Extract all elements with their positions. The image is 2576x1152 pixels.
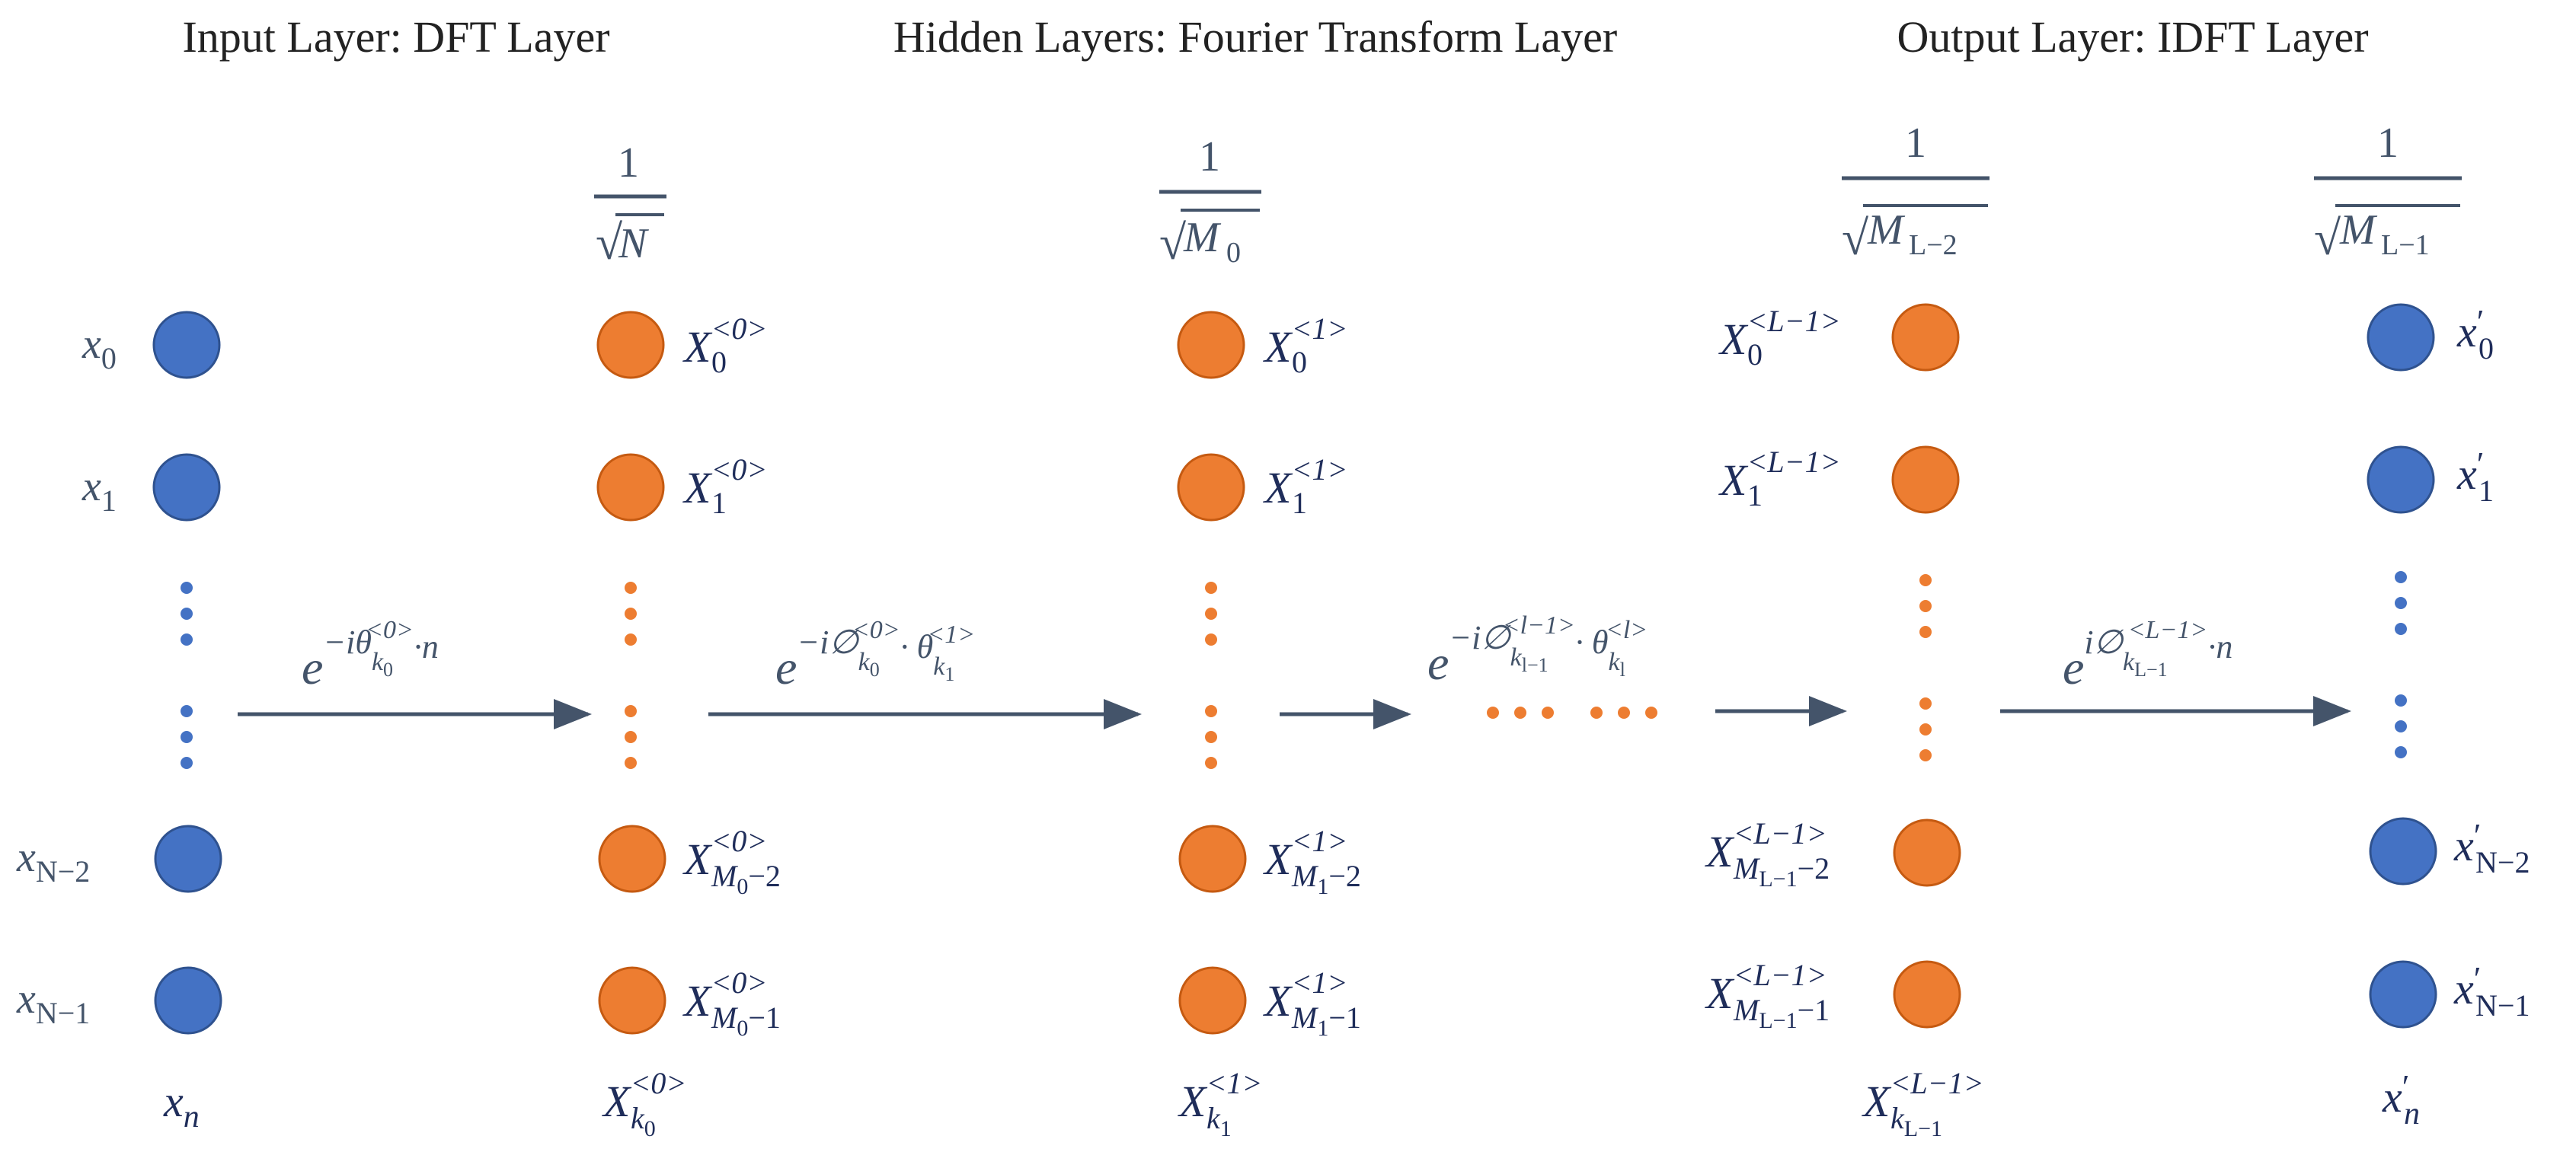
output-node-n-1 xyxy=(2369,960,2437,1029)
normalizer-radicand: M xyxy=(1867,206,1906,254)
layer0-label-m-1: X<0>M0−1 xyxy=(682,965,781,1041)
layer1-label-m-1: X<1>M1−1 xyxy=(1263,965,1361,1041)
normalizer-radicand: M xyxy=(2339,206,2378,254)
output-label-0: x′0 xyxy=(2456,303,2494,365)
normalizer-col4: 1 √ M L−1 xyxy=(2314,120,2462,265)
input-label-0: x0 xyxy=(81,321,117,375)
input-label-xn: xn xyxy=(163,1077,200,1134)
sqrt-sign: √ xyxy=(596,215,623,270)
layerL-node-1 xyxy=(1891,445,1960,514)
layer1-label-m-2: X<1>M1−2 xyxy=(1263,824,1361,899)
sqrt-sign: √ xyxy=(1842,211,1869,265)
layer1-label-xk1: X<1>k1 xyxy=(1178,1066,1262,1141)
layerL-node-m-2 xyxy=(1893,819,1961,887)
sqrt-sign: √ xyxy=(2314,211,2341,265)
normalizer-col2: 1 √ M 0 xyxy=(1159,133,1261,270)
input-label-1: x1 xyxy=(81,463,117,518)
layer1-column: X<1>0 X<1>1 X<1>M1−2 X<1>M1−1 X<1>k1 xyxy=(1177,311,1361,1141)
formula-layer0-1: e−i∅k0<0>· θk1<1> xyxy=(775,616,975,694)
formula-idft: ei∅kL−1<L−1>·n xyxy=(2063,616,2232,694)
output-label-n-1: x′N−1 xyxy=(2453,960,2530,1023)
output-layer-title: Output Layer: IDFT Layer xyxy=(1897,12,2368,62)
output-node-1 xyxy=(2367,445,2435,514)
sqrt-sign: √ xyxy=(1159,215,1187,270)
input-label-n-1: xN−1 xyxy=(16,975,90,1030)
output-label-xn: x′n xyxy=(2382,1068,2420,1131)
normalizer-sub: L−2 xyxy=(1909,229,1958,261)
input-ellipsis-dots xyxy=(181,582,193,769)
output-label-n-2: x′N−2 xyxy=(2453,817,2530,879)
normalizer-numerator: 1 xyxy=(1905,120,1926,167)
layerL-label-0: X<L−1>0 xyxy=(1718,304,1841,372)
layer1-ellipsis-dots xyxy=(1205,582,1217,769)
layer0-column: X<0>0 X<0>1 X<0>M0−2 X<0>M0−1 X<0>k0 xyxy=(596,311,781,1141)
formula-layer-l: e−i∅kl−1<l−1>· θkl<l> xyxy=(1427,611,1648,690)
layer0-label-xk0: X<0>k0 xyxy=(602,1066,686,1141)
input-column: x0 x1 xN−2 xN−1 xn xyxy=(16,311,222,1134)
normalizer-col1: 1 √ N xyxy=(594,139,666,270)
normalizer-sub: 0 xyxy=(1226,237,1241,269)
layer0-label-0: X<0>0 xyxy=(682,311,767,379)
normalizer-radicand: M xyxy=(1183,214,1222,261)
layerL-node-0 xyxy=(1891,303,1960,372)
output-node-n-2 xyxy=(2369,817,2437,886)
normalizer-col3: 1 √ M L−2 xyxy=(1842,120,1990,265)
layer1-label-0: X<1>0 xyxy=(1263,311,1347,379)
output-label-1: x′1 xyxy=(2456,445,2494,508)
normalizer-sub: L−1 xyxy=(2381,229,2430,261)
layerL-label-m-1: X<L−1>ML−1−1 xyxy=(1705,958,1830,1033)
input-layer-title: Input Layer: DFT Layer xyxy=(182,12,609,62)
formula-dft: e−iθk0<0>·n xyxy=(302,616,439,694)
input-label-n-2: xN−2 xyxy=(16,834,90,889)
layerL-node-m-1 xyxy=(1893,960,1961,1029)
input-node-n-1 xyxy=(154,966,222,1035)
output-ellipsis-dots xyxy=(2395,571,2407,758)
layer1-node-0 xyxy=(1177,311,1245,379)
layerL-label-m-2: X<L−1>ML−1−2 xyxy=(1705,816,1830,892)
input-node-1 xyxy=(152,453,221,522)
arrows xyxy=(238,696,2351,729)
layer1-label-1: X<1>1 xyxy=(1263,452,1347,520)
layer0-ellipsis-dots xyxy=(625,582,637,769)
input-node-0 xyxy=(152,311,221,379)
layer0-node-m-2 xyxy=(598,825,666,893)
input-node-n-2 xyxy=(154,825,222,893)
layer0-label-m-2: X<0>M0−2 xyxy=(682,824,781,899)
layerL-column: X<L−1>0 X<L−1>1 X<L−1>ML−1−2 X<L−1>ML−1−… xyxy=(1705,303,1984,1141)
output-node-0 xyxy=(2367,303,2435,372)
layerL-ellipsis-dots xyxy=(1919,574,1932,761)
layer1-node-m-2 xyxy=(1178,825,1247,893)
layer1-node-1 xyxy=(1177,453,1245,522)
layer0-node-m-1 xyxy=(598,966,666,1035)
normalizer-radicand: N xyxy=(618,220,649,267)
layer0-node-1 xyxy=(596,453,665,522)
hidden-layers-ellipsis xyxy=(1487,707,1657,719)
layerL-label-1: X<L−1>1 xyxy=(1718,445,1841,512)
normalizer-numerator: 1 xyxy=(1199,133,1220,180)
normalizer-numerator: 1 xyxy=(618,139,639,187)
normalizer-numerator: 1 xyxy=(2377,120,2399,167)
hidden-layers-title: Hidden Layers: Fourier Transform Layer xyxy=(893,12,1617,62)
layerL-label-xkL: X<L−1>kL−1 xyxy=(1862,1066,1984,1141)
layer0-node-0 xyxy=(596,311,665,379)
layer0-label-1: X<0>1 xyxy=(682,452,767,520)
layer1-node-m-1 xyxy=(1178,966,1247,1035)
output-column: x′0 x′1 x′N−2 x′N−1 x′n xyxy=(2367,303,2530,1131)
